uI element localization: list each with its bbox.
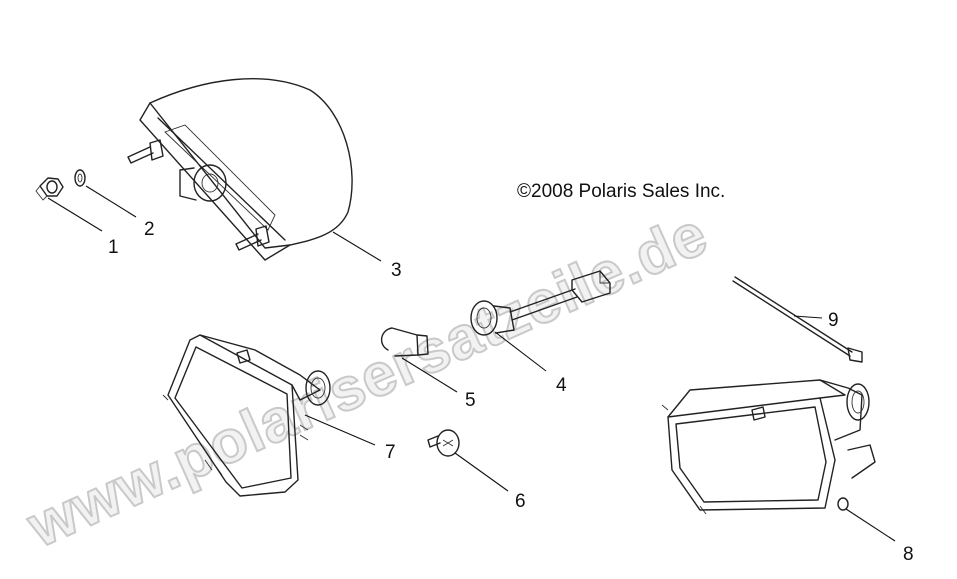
part-8-headlamp-right (661, 379, 876, 515)
part-6-screw (427, 429, 460, 457)
callout-7: 7 (385, 442, 396, 463)
callout-1: 1 (108, 237, 119, 258)
leader-lines (47, 185, 896, 542)
part-3-tail-lamp (127, 78, 353, 261)
callout-8: 8 (903, 544, 914, 565)
part-4-socket-harness (470, 270, 611, 336)
part-9-cable-tie (732, 276, 863, 363)
callout-5: 5 (465, 390, 476, 411)
callout-2: 2 (144, 219, 155, 240)
callout-9: 9 (828, 310, 839, 331)
part-2-washer (74, 169, 86, 187)
callout-6: 6 (515, 491, 526, 512)
callout-4: 4 (556, 375, 567, 396)
part-1-nut (35, 177, 64, 201)
part-5-bulb (381, 327, 429, 357)
part-7-headlamp-left (162, 334, 331, 497)
watermark-text: www.polarisersatzeile.de (17, 200, 717, 561)
copyright-text: ©2008 Polaris Sales Inc. (517, 181, 725, 202)
callout-3: 3 (391, 260, 402, 281)
